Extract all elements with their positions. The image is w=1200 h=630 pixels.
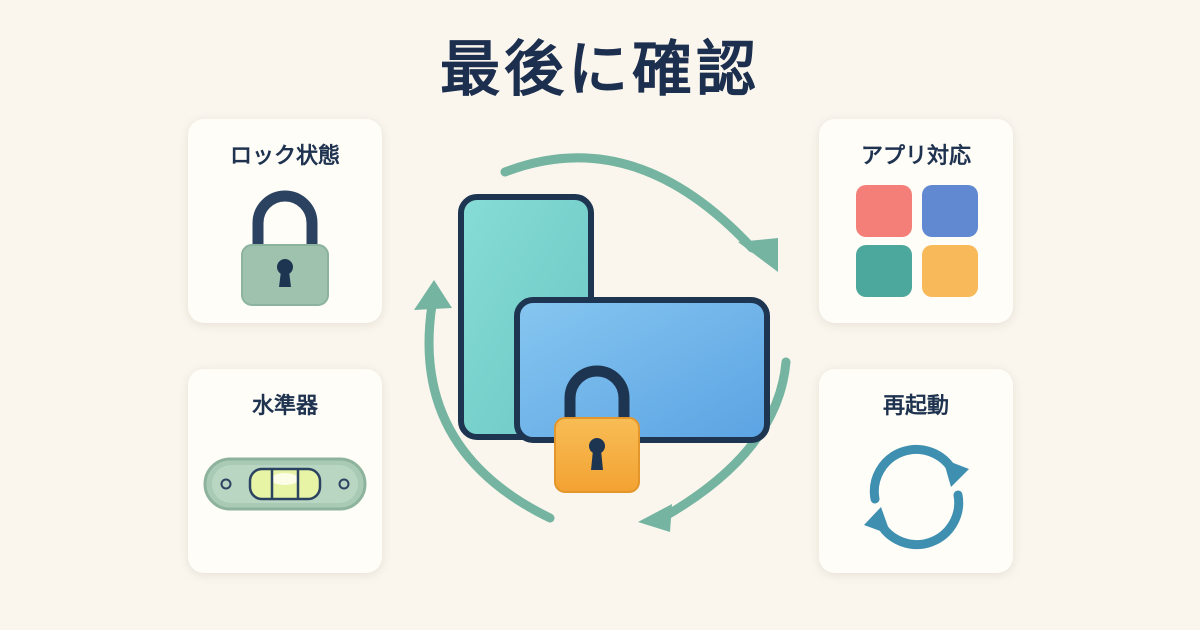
rotation-arrows xyxy=(424,153,791,523)
app-tile-2 xyxy=(922,185,978,237)
rotation-arrowheads xyxy=(414,238,778,532)
card-restart: 再起動 xyxy=(819,369,1013,573)
card-restart-label: 再起動 xyxy=(882,394,949,419)
screen-rotation-lock-icon xyxy=(414,153,791,532)
app-tile-4 xyxy=(922,245,978,297)
spirit-level-icon xyxy=(203,457,367,511)
center-padlock xyxy=(554,365,640,493)
app-grid-icon xyxy=(856,185,978,297)
card-level: 水準器 xyxy=(188,369,382,573)
page-title: 最後に確認 xyxy=(440,35,760,105)
landscape-screen xyxy=(514,297,770,443)
app-tile-3 xyxy=(856,245,912,297)
refresh-icon xyxy=(864,444,969,550)
card-lock-state: ロック状態 xyxy=(188,119,382,323)
card-app-support-label: アプリ対応 xyxy=(860,144,971,169)
padlock-icon xyxy=(241,190,329,306)
card-app-support: アプリ対応 xyxy=(819,119,1013,323)
card-level-label: 水準器 xyxy=(251,394,318,419)
card-lock-state-label: ロック状態 xyxy=(229,144,340,169)
app-tile-1 xyxy=(856,185,912,237)
